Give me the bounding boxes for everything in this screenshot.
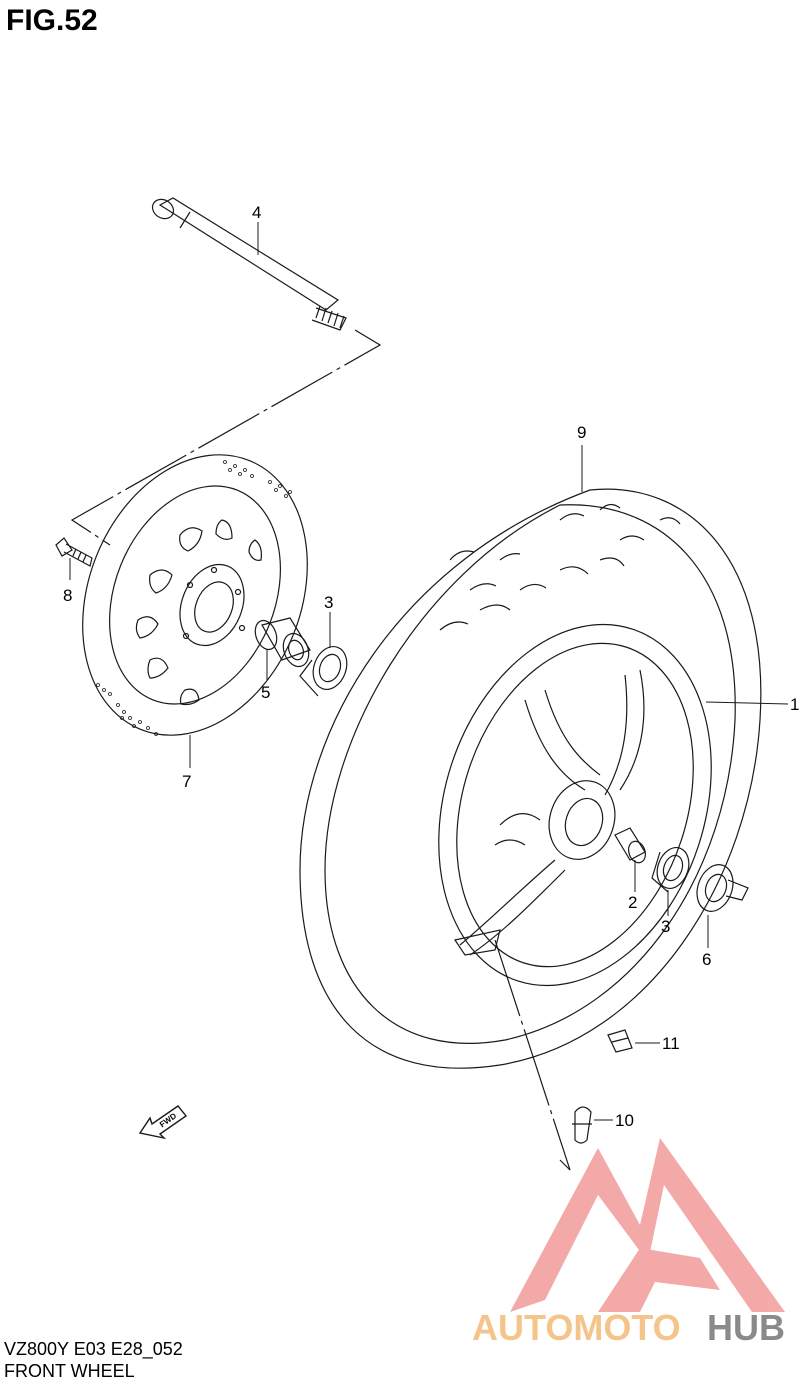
tire-part: [299, 488, 762, 1069]
figure-title: FIG.52: [6, 4, 98, 37]
callout-1: 1: [790, 695, 799, 714]
valve-cap-part: [607, 1029, 633, 1053]
watermark-logo-icon: [510, 1138, 785, 1312]
bearing-left-part: [299, 646, 348, 697]
callout-4: 4: [252, 203, 261, 222]
dust-seal-part: [696, 864, 749, 912]
air-valve-part: [572, 1106, 592, 1144]
axle-part: [151, 197, 347, 331]
callout-3-right: 3: [661, 917, 670, 936]
callout-8: 8: [63, 586, 72, 605]
spacer-part: [254, 617, 311, 668]
fwd-arrow-icon: [138, 1105, 188, 1140]
wheel-rim-part: [438, 623, 712, 987]
brake-disc-part: [82, 454, 308, 736]
watermark-text-primary: AUTOMOTO: [472, 1307, 681, 1348]
callout-11: 11: [662, 1034, 680, 1053]
hub-spacer-part: [614, 827, 647, 864]
callout-3-left: 3: [324, 593, 333, 612]
callout-5: 5: [261, 683, 270, 702]
section-name: FRONT WHEEL: [4, 1361, 135, 1381]
disc-bolt-part: [55, 537, 93, 567]
watermark-text-secondary: HUB: [707, 1307, 785, 1348]
callout-7: 7: [182, 772, 191, 791]
callout-6: 6: [702, 950, 711, 969]
diagram-footer: VZ800Y E03 E28_052 FRONT WHEEL: [4, 1338, 183, 1382]
model-code: VZ800Y E03 E28_052: [4, 1339, 183, 1359]
callout-10: 10: [615, 1111, 634, 1130]
bearing-right-part: [651, 847, 690, 893]
callout-9: 9: [577, 423, 586, 442]
callout-2: 2: [628, 893, 637, 912]
